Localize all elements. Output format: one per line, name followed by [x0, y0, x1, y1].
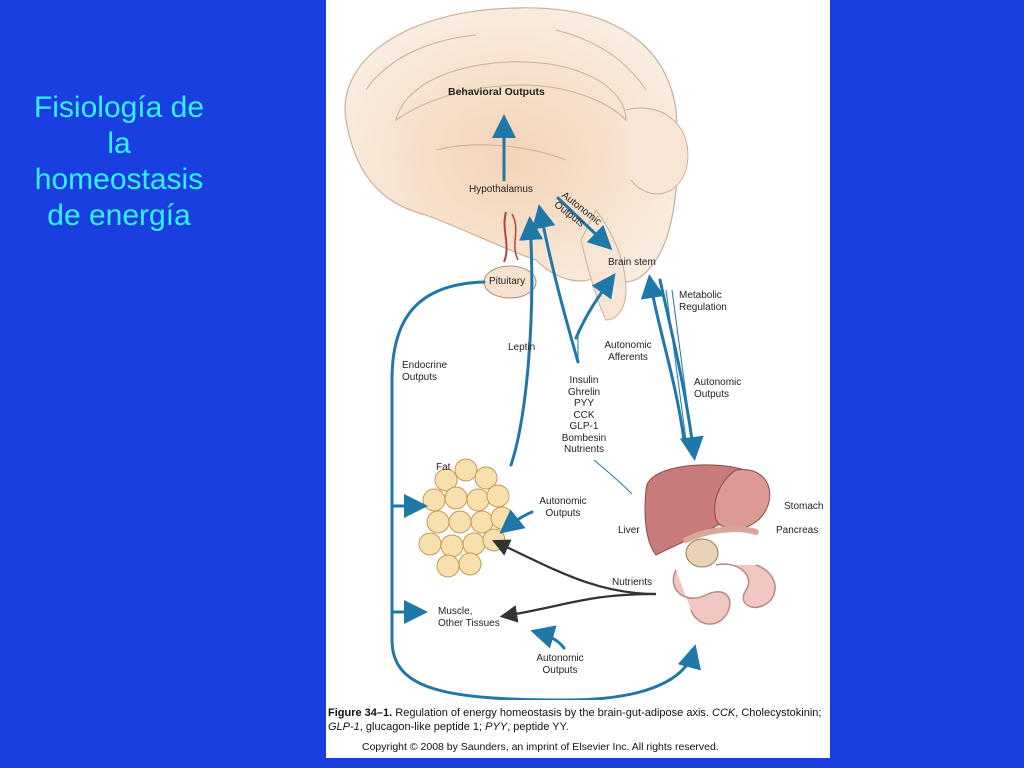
copyright-notice: Copyright © 2008 by Saunders, an imprint…: [362, 741, 719, 753]
pancreas-shape: [683, 526, 759, 543]
label-autonomic-outputs-right: Autonomic Outputs: [694, 377, 742, 400]
cerebellum: [625, 107, 689, 195]
figure-diagram: [344, 7, 776, 700]
label-pituitary: Pituitary: [489, 276, 526, 287]
brain-illustration: [344, 7, 689, 321]
pituitary-vessels: [511, 213, 519, 261]
intestines: [672, 563, 776, 625]
arrow-endocrine-loop: [390, 280, 701, 700]
nutrient-arrows: [492, 539, 657, 623]
label-endocrine-outputs: Endocrine Outputs: [402, 360, 448, 383]
brain-fold-2: [555, 29, 647, 91]
brain-fold-1: [365, 34, 477, 91]
caption-figure-number: Figure 34–1.: [328, 707, 393, 719]
caption-text-1: Regulation of energy homeostasis by the …: [392, 707, 712, 719]
slide-title: Fisiología de la homeostasis de energía: [33, 91, 205, 232]
label-leptin: Leptin: [508, 342, 536, 353]
signal-arrows: [390, 114, 704, 700]
label-stomach: Stomach: [784, 501, 824, 512]
support-lines: [577, 289, 693, 495]
energy-homeostasis-figure: Behavioral Outputs Hypothalamus Autonomi…: [326, 0, 830, 758]
caption-abbr-cck: CCK: [712, 707, 736, 719]
arrow-nutrients-to-fat: [492, 539, 657, 596]
caption-text-4: , peptide YY.: [507, 721, 569, 733]
caption-abbr-pyy: PYY: [485, 721, 508, 733]
label-autonomic-outputs-fat: Autonomic Outputs: [539, 496, 587, 519]
fat-cells: [418, 458, 514, 578]
arrow-autonomic-fat: [499, 509, 534, 534]
label-fat: Fat: [436, 462, 451, 473]
arrow-signals: [531, 204, 580, 364]
label-pancreas: Pancreas: [776, 525, 819, 536]
label-behavioral-outputs: Behavioral Outputs: [448, 86, 545, 98]
label-autonomic-afferents: Autonomic Afferents: [604, 340, 652, 363]
arrow-nutrients-to-muscle: [499, 592, 657, 623]
brain-outline: [344, 7, 679, 283]
arrow-autonomic-muscle: [530, 625, 566, 650]
caption-text-3: , glucagon-like peptide 1;: [359, 721, 486, 733]
arrow-metabolic-up: [640, 274, 686, 442]
label-hypothalamus: Hypothalamus: [469, 184, 533, 195]
arrow-autonomic-outputs-top: [556, 196, 613, 251]
label-metabolic-regulation: Metabolic Regulation: [679, 290, 727, 313]
arrow-leptin: [509, 216, 544, 467]
digestive-organs: [644, 464, 776, 625]
label-signals: Insulin Ghrelin PYY CCK GLP-1 Bombesin N…: [561, 375, 607, 455]
label-nutrients: Nutrients: [612, 577, 653, 588]
corpus-callosum: [395, 61, 627, 122]
label-muscle-other-tissues: Muscle, Other Tissues: [438, 606, 500, 629]
label-autonomic-outputs-bottom: Autonomic Outputs: [536, 653, 584, 676]
pituitary-stalk: [503, 211, 508, 263]
arrow-autonomic-afferents: [574, 273, 616, 340]
label-brain-stem: Brain stem: [608, 257, 656, 268]
label-liver: Liver: [618, 525, 640, 536]
brain-fold-3: [435, 144, 567, 161]
gallbladder: [685, 538, 719, 568]
caption-text-2: , Cholecystokinin;: [735, 707, 822, 719]
figure-caption: Figure 34–1. Regulation of energy homeos…: [328, 706, 828, 734]
caption-abbr-glp1: GLP-1: [328, 721, 360, 733]
